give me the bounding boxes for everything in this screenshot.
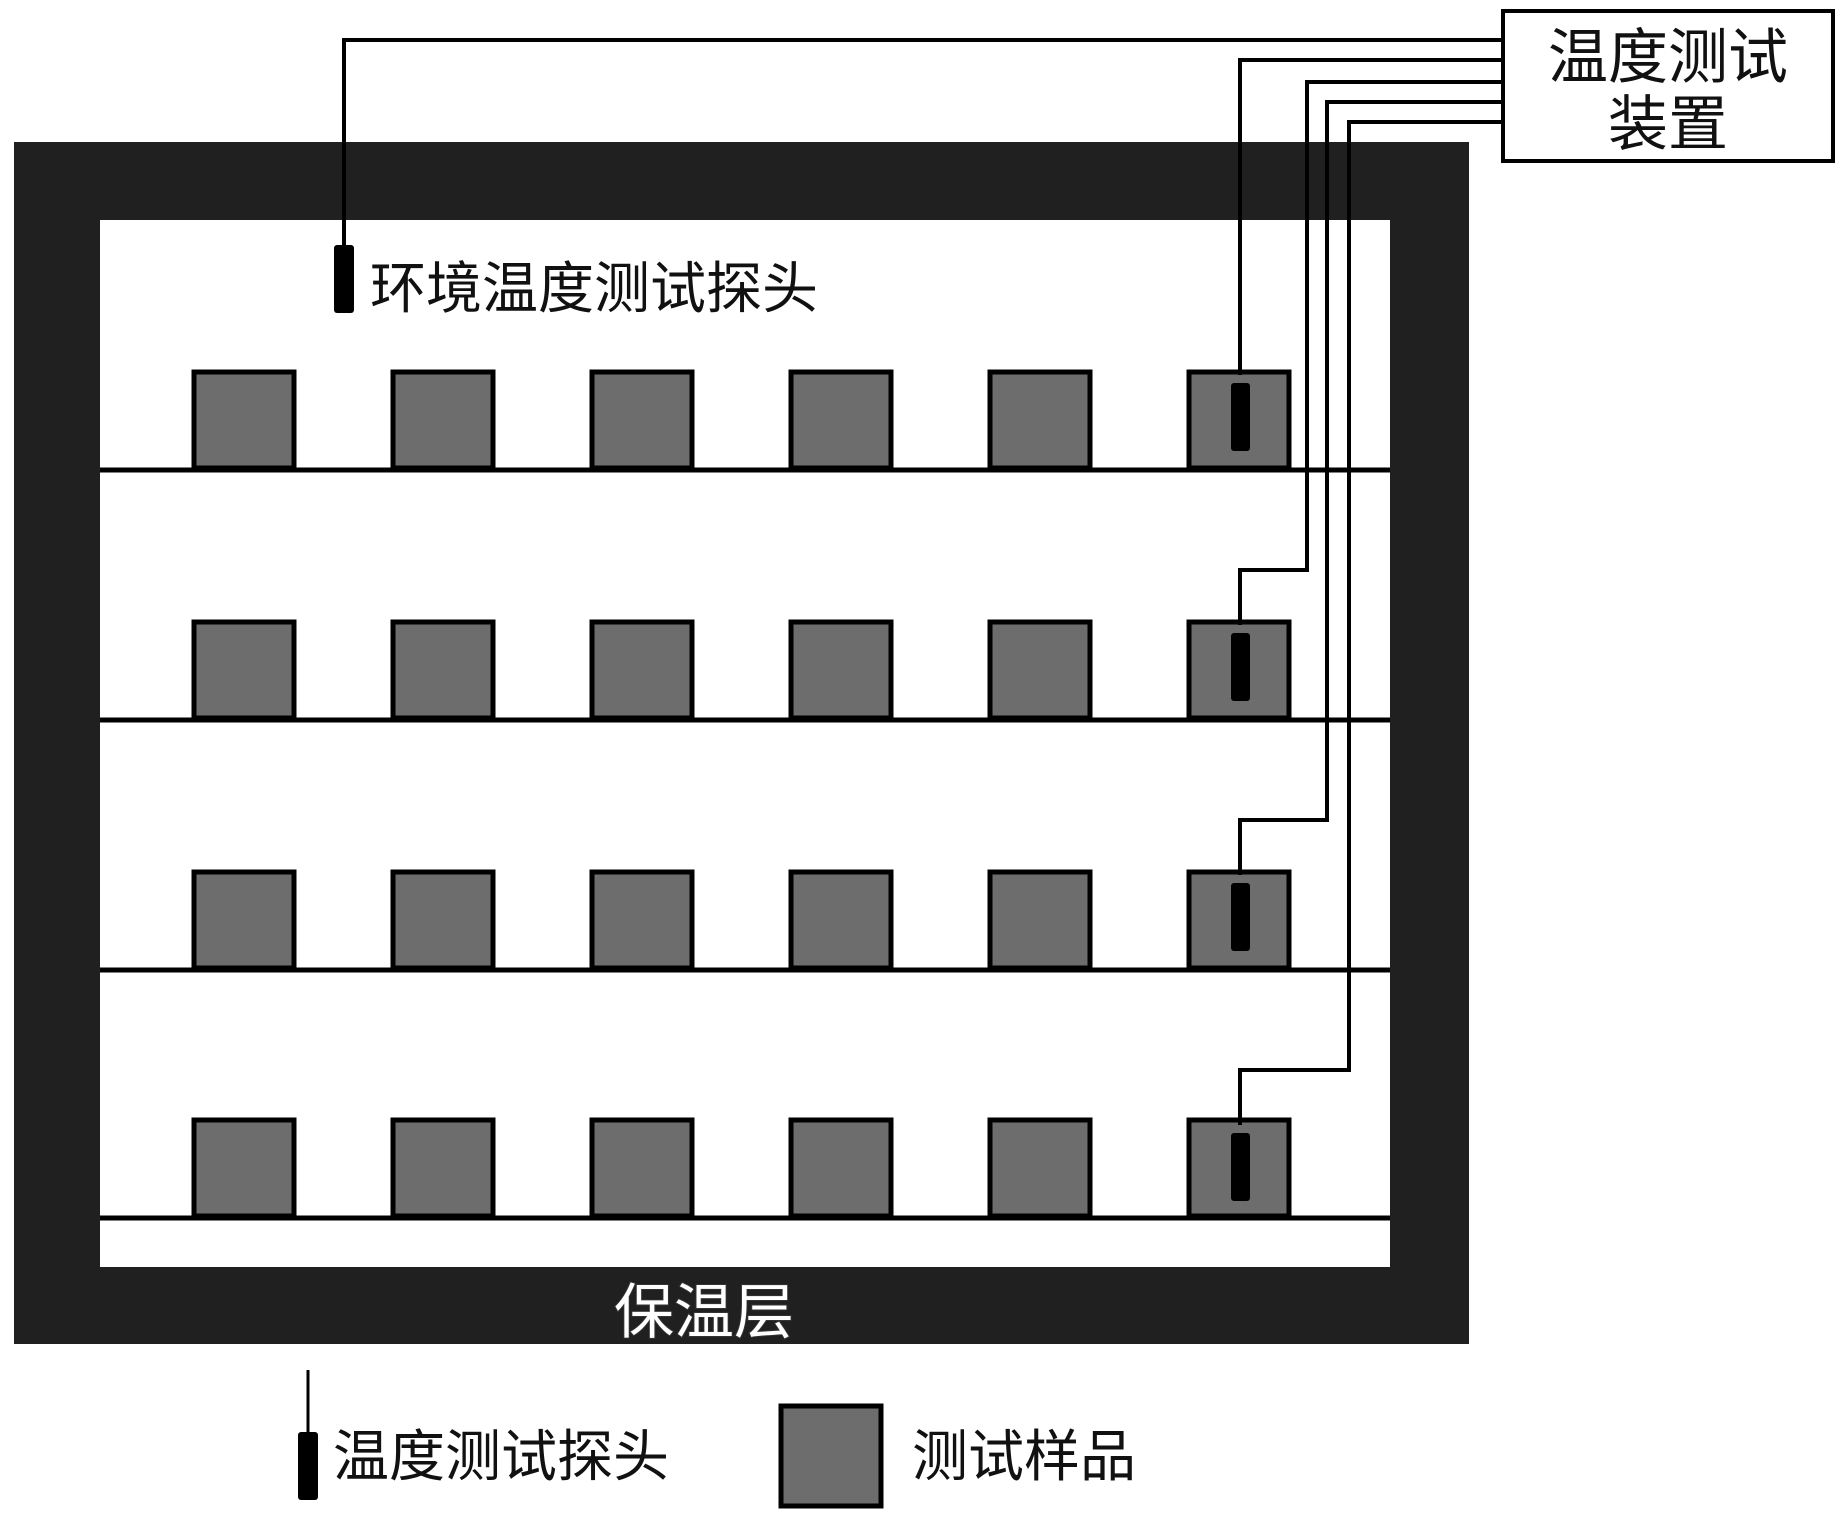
test-sample (589, 619, 695, 721)
ambient-probe-label: 环境温度测试探头 (370, 257, 818, 322)
shelf-2-probe (1231, 633, 1250, 701)
ambient-probe-cable (342, 38, 1503, 248)
probes (334, 245, 1250, 1201)
test-sample (987, 369, 1093, 471)
test-sample (191, 1117, 297, 1219)
test-sample (987, 869, 1093, 971)
test-sample (191, 369, 297, 471)
test-sample (191, 869, 297, 971)
legend: 温度测试探头 测试样品 (298, 1370, 1136, 1509)
test-sample (390, 619, 496, 721)
shelf-1-probe (1231, 383, 1250, 451)
shelf-2-probe-cable (1238, 80, 1503, 625)
test-sample (987, 619, 1093, 721)
legend-probe-icon (298, 1432, 318, 1500)
legend-sample-icon (778, 1403, 884, 1509)
test-sample (390, 369, 496, 471)
legend-sample-label: 测试样品 (912, 1425, 1136, 1490)
insulation-label: 保温层 (614, 1278, 794, 1348)
test-sample (191, 619, 297, 721)
temperature-test-device (1501, 9, 1835, 163)
test-sample (390, 869, 496, 971)
test-sample (987, 1117, 1093, 1219)
device-label-line1: 温度测试 (1548, 23, 1788, 93)
test-sample (788, 1117, 894, 1219)
ambient-probe (334, 245, 354, 313)
shelves (100, 467, 1390, 1221)
samples (191, 369, 1292, 1219)
test-sample (390, 1117, 496, 1219)
device-label-line2: 装置 (1608, 90, 1728, 160)
test-sample (788, 619, 894, 721)
test-sample (788, 369, 894, 471)
shelf-1-probe-cable (1238, 58, 1503, 375)
shelf-4-probe (1231, 1133, 1250, 1201)
legend-probe-label: 温度测试探头 (333, 1425, 669, 1490)
test-sample (589, 369, 695, 471)
chamber-interior (100, 220, 1390, 1267)
probe-cables (342, 38, 1503, 1125)
test-sample (589, 1117, 695, 1219)
test-sample (589, 869, 695, 971)
shelf-4-probe-cable (1238, 120, 1503, 1125)
shelf-3-probe-cable (1238, 100, 1503, 875)
shelf-3-probe (1231, 883, 1250, 951)
test-sample (788, 869, 894, 971)
